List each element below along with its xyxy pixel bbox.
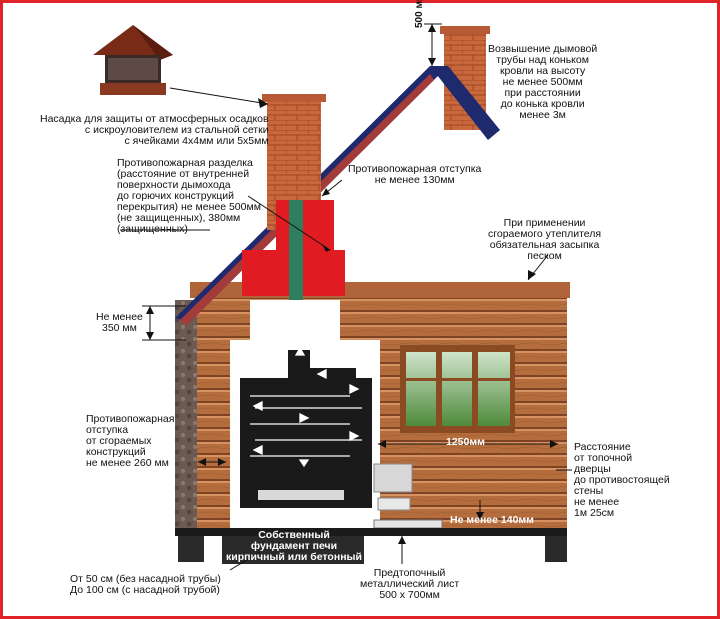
setback-260-line2: отступка [86,424,129,436]
insulation-line3: обязательная засыпка [489,239,600,251]
fire-cut-line7: (защищенных) [117,223,188,235]
chimney-right-cap [440,26,490,34]
foundation-label: Собственный фундамент печи кирпичный или… [226,530,362,563]
distance-50-line1: От 50 см (без насадной трубы) [70,573,221,585]
door-distance-line1: Расстояние [574,441,631,453]
stove-foundation [222,536,364,564]
door-distance-line7: 1м 25см [574,507,615,519]
setback-130-label: Противопожарная отступка не менее 130мм [348,164,481,186]
insulation-line1: При применении [503,217,586,229]
chimney-rise-line1: Возвышение дымовой [488,43,598,55]
min-350-line1: Не менее [96,311,143,323]
pre-furnace-sheet [373,519,443,529]
fire-cut-line4: до горючих конструкций [117,190,235,202]
setback-260-line1: Противопожарная [86,413,175,425]
chimney-rise-line6: до конька кровли [500,98,585,110]
fire-cut-line1: Противопожарная разделка [117,157,253,169]
window [400,345,515,433]
arrow-heads [146,24,558,544]
fire-cut-label: Противопожарная разделка (расстояние от … [117,158,261,235]
door-distance-label: Расстояние от топочной дверцы до противо… [574,442,670,519]
min-350-label: Не менее 350 мм [96,312,143,334]
fire-cut-line3: поверхности дымохода [117,179,231,191]
chimney-rise-line3: кровли на высоту [499,65,586,77]
roof-right-slope [430,66,500,140]
min-350-line2: 350 мм [102,322,137,334]
chimney-cap-label: Насадка для защиты от атмосферных осадко… [40,114,269,147]
stove-body [240,378,372,508]
door-distance-line4: до противостоящей [574,474,670,486]
pre-furnace-sheet-label: Предтопочный металлический лист 500 x 70… [360,568,459,601]
smoke-arrows [250,346,362,468]
chimney-rise-line2: трубы над коньком [496,54,589,66]
foundation-line1: Собственный [258,529,330,541]
min-140-label: Не менее 140мм [450,514,534,526]
stove-door [258,490,344,500]
fire-cut-line5: перекрытия) не менее 500мм [117,201,261,213]
stove-ash-icon [377,497,411,511]
distance-50-label: От 50 см (без насадной трубы) До 100 см … [70,574,221,596]
pre-furnace-sheet-line2: металлический лист [360,578,460,590]
setback-260-line4: конструкций [86,446,146,458]
door-distance-line5: стены [574,485,604,497]
door-distance-line6: не менее [574,496,620,508]
door-distance-line3: дверцы [574,463,611,475]
stove-channel-top [300,368,356,380]
setback-130-line2: не менее 130мм [374,174,455,186]
chimney-rise-line4: не менее 500мм [502,76,583,88]
chimney-cap-line2: с искроуловителем из стальной сетки [84,124,269,136]
window-width-label: 1250мм [446,436,485,448]
pre-furnace-sheet-line1: Предтопочный [373,567,446,579]
pre-furnace-sheet-line3: 500 x 700мм [379,589,440,601]
chimney-main-top [262,94,326,102]
floor [175,528,567,536]
fire-cut-line6: (не защищенных), 380мм [117,212,241,224]
chimney-cap-illustration [93,25,173,95]
house-foundation-right [545,536,567,562]
insulation-line4: песком [527,250,562,262]
chimney-rise-line7: менее 3м [519,109,566,121]
insulation-line2: сгораемого утеплителя [488,228,602,240]
height-500-label: 500 мм [414,0,425,28]
stove-neck [250,300,340,340]
door-distance-line2: от топочной [574,452,633,464]
setback-130-line1: Противопожарная отступка [348,163,482,175]
setback-260-line3: от сгораемых [86,435,152,447]
setback-260-line5: не менее 260 мм [86,457,169,469]
distance-50-line2: До 100 см (с насадной трубой) [70,584,220,596]
house-foundation-left [178,536,204,562]
fire-cut-line2: (расстояние от внутренней [117,168,250,180]
setback-260-label: Противопожарная отступка от сгораемых ко… [86,414,174,469]
foundation-line2: фундамент печи [250,540,338,552]
stove-grate-icon [373,463,413,493]
stone-left-wall [175,300,197,528]
chimney-cap-line3: с ячейками 4x4мм или 5x5мм [124,135,269,147]
chimney-rise-line5: при расстоянии [504,87,581,99]
chimney-rise-label: Возвышение дымовой трубы над коньком кро… [488,44,597,121]
chimney-cap-line1: Насадка для защиты от атмосферных осадко… [40,113,269,125]
insulation-label: При применении сгораемого утеплителя обя… [488,218,601,262]
foundation-line3: кирпичный или бетонный [226,551,362,563]
